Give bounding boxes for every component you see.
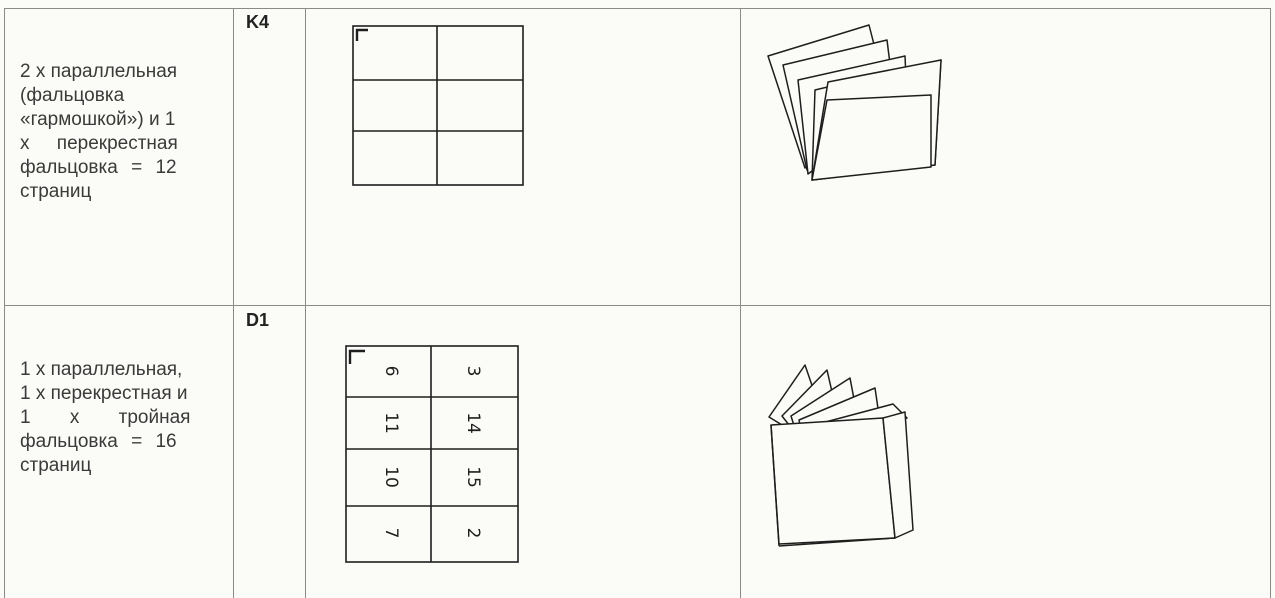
row-1-fold-code: K4 (246, 12, 269, 33)
page-number-label: 15 (463, 466, 483, 488)
row-1-description-line: 2 х параллельная (20, 60, 216, 84)
table-col-divider-2 (305, 8, 306, 598)
row-2-description-line: фальцовка = 16 (20, 430, 216, 454)
table-row-divider (4, 305, 1271, 306)
row-1-imposition-scheme (350, 22, 530, 188)
row-1-description: 2 х параллельная (фальцовка «гармошкой»)… (20, 60, 216, 204)
table-top-border (4, 8, 1271, 9)
page-number-label: 6 (381, 366, 401, 377)
row-1-description-line: «гармошкой») и 1 (20, 108, 216, 132)
row-2-imposition-scheme: 6 3 11 14 10 15 7 2 (343, 342, 523, 564)
table-col-divider-1 (233, 8, 234, 598)
row-2-description: 1 х параллельная, 1 х перекрестная и 1 х… (20, 358, 216, 478)
table-right-border (1270, 8, 1271, 598)
row-1-description-line: страниц (20, 180, 216, 204)
page-number-label: 10 (381, 466, 401, 488)
row-2-description-line: 1 х тройная (20, 406, 216, 430)
row-1-description-line: фальцовка = 12 (20, 156, 216, 180)
page-number-label: 14 (463, 412, 483, 434)
row-2-folded-booklet-illustration (765, 360, 925, 570)
page-number-label: 3 (463, 366, 483, 377)
page-number-label: 7 (381, 528, 401, 539)
row-2-description-line: 1 х параллельная, (20, 358, 216, 382)
table-left-border (4, 8, 5, 598)
table-col-divider-3 (740, 8, 741, 598)
row-2-description-line: страниц (20, 454, 216, 478)
row-2-fold-code: D1 (246, 310, 269, 331)
row-2-description-line: 1 х перекрестная и (20, 382, 216, 406)
page-number-label: 11 (381, 412, 401, 434)
row-1-description-line: х перекрестная (20, 132, 216, 156)
page-number-label: 2 (463, 528, 483, 539)
row-1-folded-sheet-illustration (765, 20, 955, 185)
row-1-description-line: (фальцовка (20, 84, 216, 108)
